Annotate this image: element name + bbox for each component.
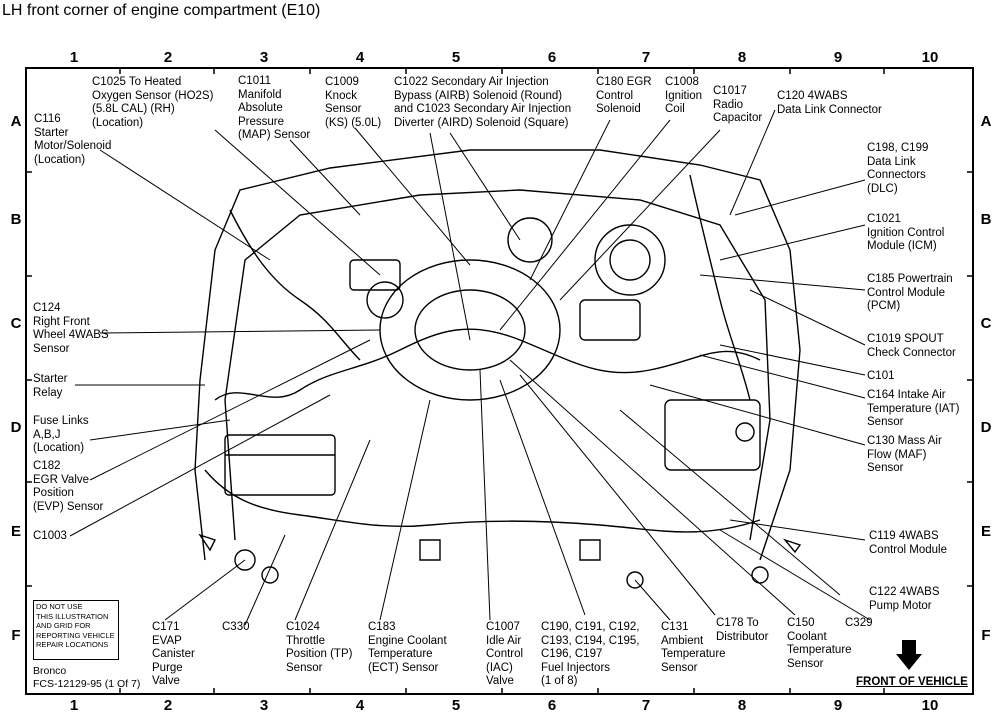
label-c330: C330 xyxy=(222,621,250,633)
grid-column-4: 4 xyxy=(355,49,365,66)
notice-line: THIS ILLUSTRATION xyxy=(36,611,109,621)
grid-column-10: 10 xyxy=(921,49,939,66)
engine-drawing xyxy=(194,149,802,589)
label-c130: C130 Mass Air Flow (MAF) Sensor xyxy=(867,435,942,475)
engine-block xyxy=(379,259,561,401)
label-c1009: C1009 Knock Sensor (KS) (5.0L) xyxy=(325,76,382,129)
grid-row-e: E xyxy=(10,523,21,540)
brake-booster xyxy=(594,224,666,296)
label-fuse-links: Fuse Links A,B,J (Location) xyxy=(33,415,89,455)
label-c120: C120 4WABS Data Link Connector xyxy=(777,90,882,116)
leader-lines xyxy=(69,109,871,626)
label-c198: C198, C199 Data Link Connectors (DLC) xyxy=(867,142,929,195)
label-c1017: C1017 Radio Capacitor xyxy=(713,85,763,125)
label-c164: C164 Intake Air Temperature (IAT) Sensor xyxy=(867,389,960,429)
grid-column-2: 2 xyxy=(163,49,173,66)
label-c1019: C1019 SPOUT Check Connector xyxy=(867,333,956,359)
grid-row-d-right: D xyxy=(980,419,992,436)
label-c171: C171 EVAP Canister Purge Valve xyxy=(152,621,195,688)
figure-code: FCS-12129-95 (1 Of 7) xyxy=(33,678,141,690)
vehicle-name: Bronco xyxy=(33,665,67,677)
label-c1003: C1003 xyxy=(33,530,67,542)
notice-line: REPORTING VEHICLE xyxy=(36,630,115,640)
diagram-title: LH front corner of engine compartment (E… xyxy=(2,2,321,19)
label-c1025: C1025 To Heated Oxygen Sensor (HO2S) (5.… xyxy=(92,76,214,129)
wiring-harness xyxy=(214,328,761,401)
grid-column-5: 5 xyxy=(451,49,461,66)
label-c1024: C1024 Throttle Position (TP) Sensor xyxy=(286,621,353,674)
grid-column-1-bottom: 1 xyxy=(69,697,79,714)
label-c150: C150 Coolant Temperature Sensor xyxy=(787,617,852,670)
label-c329: C329 xyxy=(845,617,873,629)
notice-line: REPAIR LOCATIONS xyxy=(36,640,109,650)
label-c1022: C1022 Secondary Air Injection Bypass (AI… xyxy=(394,76,572,129)
grid-column-9-bottom: 9 xyxy=(833,697,843,714)
label-starter-relay: Starter Relay xyxy=(33,373,68,399)
label-c101: C101 xyxy=(867,370,895,382)
label-c1011: C1011 Manifold Absolute Pressure (MAP) S… xyxy=(238,75,311,142)
front-of-vehicle-label: FRONT OF VEHICLE xyxy=(856,676,968,688)
grid-row-b: B xyxy=(10,211,22,228)
label-c1021: C1021 Ignition Control Module (ICM) xyxy=(867,213,945,253)
battery xyxy=(224,434,336,496)
notice-box: DO NOT USE THIS ILLUSTRATION AND GRID FO… xyxy=(33,600,119,660)
grid-column-8: 8 xyxy=(737,49,747,66)
grid-row-a-right: A xyxy=(980,113,992,130)
grid-column-9: 9 xyxy=(833,49,843,66)
grid-column-4-bottom: 4 xyxy=(355,697,365,714)
grid-column-6: 6 xyxy=(547,49,557,66)
grid-row-f: F xyxy=(11,627,21,644)
label-c180: C180 EGR Control Solenoid xyxy=(596,76,652,116)
grid-column-7: 7 xyxy=(641,49,651,66)
grid-column-10-bottom: 10 xyxy=(921,697,939,714)
grid-column-8-bottom: 8 xyxy=(737,697,747,714)
label-c178: C178 To Distributor xyxy=(716,617,769,643)
grid-frame xyxy=(25,67,974,695)
label-c182: C182 EGR Valve Position (EVP) Sensor xyxy=(33,460,104,513)
grid-column-6-bottom: 6 xyxy=(547,697,557,714)
grid-column-2-bottom: 2 xyxy=(163,697,173,714)
grid-column-1: 1 xyxy=(69,49,79,66)
label-c124: C124 Right Front Wheel 4WABS Sensor xyxy=(33,302,109,355)
grid-column-7-bottom: 7 xyxy=(641,697,651,714)
label-c119: C119 4WABS Control Module xyxy=(869,530,947,556)
label-c1008: C1008 Ignition Coil xyxy=(665,76,703,116)
grid-row-c: C xyxy=(10,315,22,332)
label-c185: C185 Powertrain Control Module (PCM) xyxy=(867,273,953,313)
notice-line: DO NOT USE xyxy=(36,602,83,611)
grid-column-3: 3 xyxy=(259,49,269,66)
grid-row-c-right: C xyxy=(980,315,992,332)
label-c116: C116 Starter Motor/Solenoid (Location) xyxy=(34,113,112,166)
label-c183: C183 Engine Coolant Temperature (ECT) Se… xyxy=(368,621,447,674)
label-c190-fuel-injectors: C190, C191, C192, C193, C194, C195, C196… xyxy=(541,621,640,688)
grid-row-b-right: B xyxy=(980,211,992,228)
label-c1007: C1007 Idle Air Control (IAC) Valve xyxy=(486,621,524,688)
grid-column-5-bottom: 5 xyxy=(451,697,461,714)
air-cleaner xyxy=(664,399,761,471)
grid-column-3-bottom: 3 xyxy=(259,697,269,714)
grid-ticks xyxy=(26,68,973,694)
arrow-down-icon xyxy=(896,640,922,670)
grid-row-a: A xyxy=(10,113,22,130)
label-c131: C131 Ambient Temperature Sensor xyxy=(661,621,726,674)
grid-row-d: D xyxy=(10,419,22,436)
grid-row-e-right: E xyxy=(980,523,991,540)
notice-line: AND GRID FOR xyxy=(36,621,91,631)
compartment-outline xyxy=(194,149,801,561)
inner-outline xyxy=(224,189,771,541)
grid-row-f-right: F xyxy=(981,627,991,644)
label-c122: C122 4WABS Pump Motor xyxy=(869,586,940,612)
